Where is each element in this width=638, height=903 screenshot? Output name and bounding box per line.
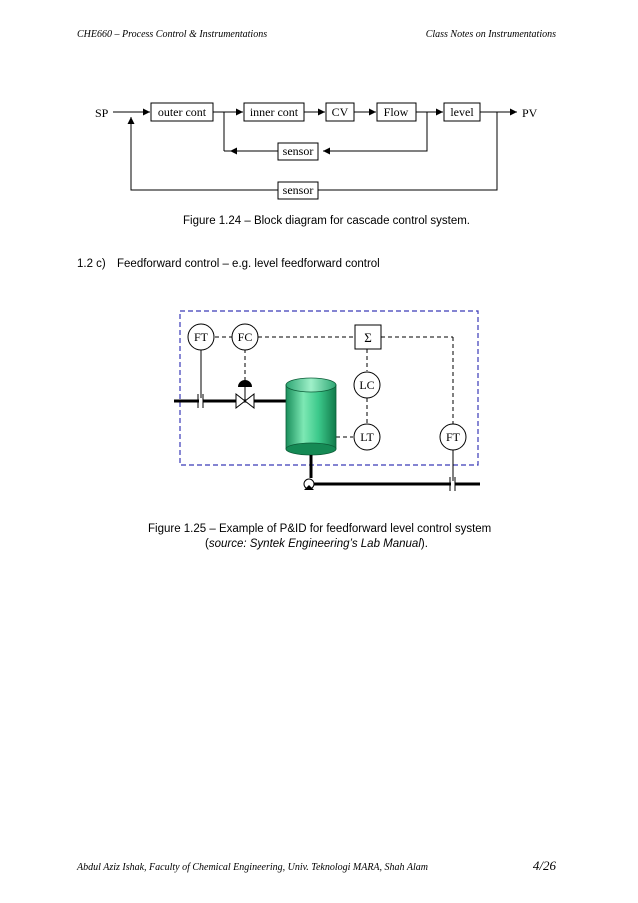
section-number: 1.2 c) <box>77 258 106 270</box>
header-course: CHE660 – Process Control & Instrumentati… <box>77 29 268 40</box>
fc-label: FC <box>238 330 253 344</box>
outer-sensor-label: sensor <box>283 183 314 197</box>
flow-label: Flow <box>384 105 409 119</box>
pv-label: PV <box>522 106 538 120</box>
outer-controller-label: outer cont <box>158 105 207 119</box>
figure-1-24-caption: Figure 1.24 – Block diagram for cascade … <box>183 215 470 227</box>
sp-label: SP <box>95 106 109 120</box>
storage-tank <box>285 377 337 456</box>
ft-inlet-bubble <box>187 323 215 351</box>
summer-block <box>354 324 382 350</box>
inner-sensor-label: sensor <box>283 144 314 158</box>
ft-inlet-label: FT <box>194 330 209 344</box>
feedforward-pid-diagram: FT FC Σ LC LT FT <box>174 310 480 491</box>
section-heading: 1.2 c) Feedforward control – e.g. level f… <box>77 258 380 270</box>
fc-bubble <box>231 323 259 351</box>
summer-label: Σ <box>364 330 372 345</box>
page-number: 4/26 <box>532 858 556 873</box>
figure-1-25-caption-line2: (source: Syntek Engineering’s Lab Manual… <box>205 538 428 550</box>
ft-outlet-label: FT <box>446 430 461 444</box>
figure-1-25-source: source: Syntek Engineering’s Lab Manual <box>208 538 421 550</box>
cascade-block-diagram: SP outer cont inner cont CV Flow level P… <box>95 102 538 200</box>
outer-feedback-out <box>127 117 278 191</box>
ft-outlet-bubble <box>439 423 467 451</box>
lc-label: LC <box>359 378 374 392</box>
header-title: Class Notes on Instrumentations <box>425 29 556 40</box>
lt-label: LT <box>360 430 374 444</box>
lc-bubble <box>353 371 381 399</box>
section-title: Feedforward control – e.g. level feedfor… <box>117 258 380 270</box>
control-boundary <box>179 310 479 466</box>
inner-controller-label: inner cont <box>250 105 299 119</box>
cv-label: CV <box>332 105 349 119</box>
footer-author: Abdul Aziz Ishak, Faculty of Chemical En… <box>77 862 428 873</box>
figure-1-25-caption-line1: Figure 1.25 – Example of P&ID for feedfo… <box>148 523 492 535</box>
control-valve-icon <box>235 380 255 410</box>
lt-bubble <box>353 423 381 451</box>
outer-feedback-in <box>318 112 498 191</box>
inner-feedback-in <box>323 112 428 155</box>
level-label: level <box>450 105 474 119</box>
